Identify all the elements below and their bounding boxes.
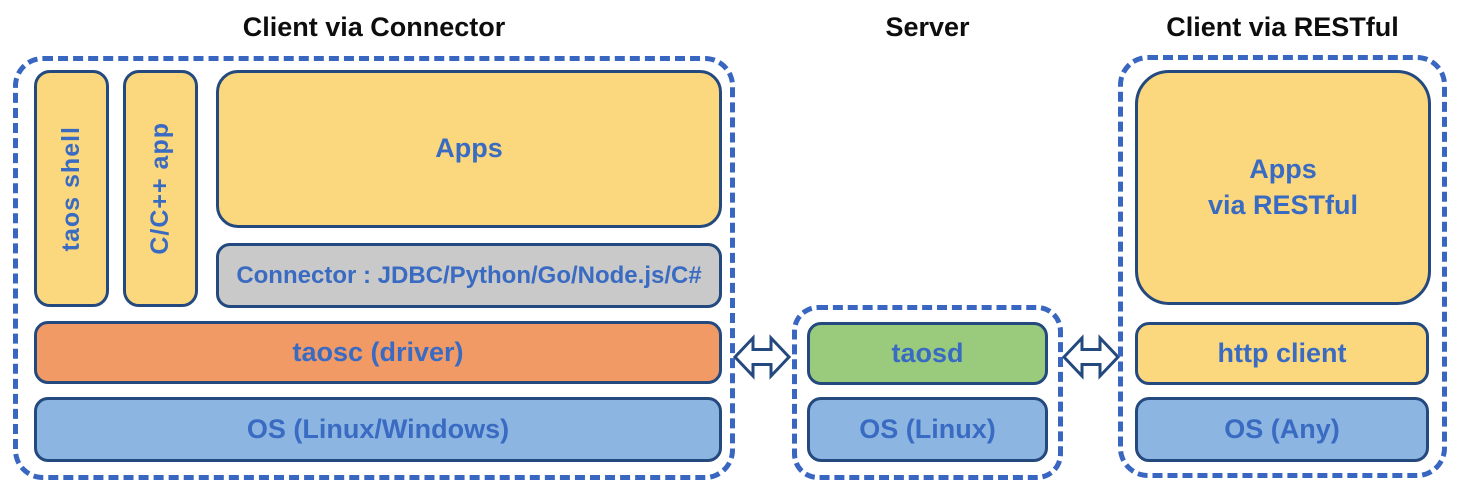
connector-label: Connector : JDBC/Python/Go/Node.js/C#: [236, 261, 702, 289]
cpp-app-label: C/C++ app: [146, 122, 175, 255]
os-linux-windows-box: OS (Linux/Windows): [34, 397, 722, 462]
bidirectional-arrow-icon-left: [733, 334, 791, 380]
taosd-label: taosd: [891, 337, 964, 368]
http-client-label: http client: [1217, 337, 1347, 368]
client-restful-title: Client via RESTful: [1166, 12, 1399, 42]
apps-via-restful-label: Apps via RESTful: [1208, 152, 1358, 222]
os-any-label: OS (Any): [1224, 413, 1340, 444]
os-linux-windows-label: OS (Linux/Windows): [246, 413, 510, 444]
client-connector-group: [13, 56, 735, 480]
os-linux-label: OS (Linux): [859, 413, 996, 444]
http-client-box: http client: [1135, 322, 1429, 385]
taos-shell-box: taos shell: [34, 70, 109, 307]
os-linux-box: OS (Linux): [807, 397, 1048, 462]
apps-label: Apps: [435, 133, 503, 164]
os-any-box: OS (Any): [1135, 397, 1429, 462]
taos-shell-label: taos shell: [57, 125, 86, 252]
apps-box: Apps: [216, 70, 722, 228]
cpp-app-box: C/C++ app: [123, 70, 198, 307]
server-group: [792, 305, 1063, 480]
client-connector-title: Client via Connector: [242, 12, 506, 42]
taosc-driver-box: taosc (driver): [34, 321, 722, 384]
server-title: Server: [885, 12, 970, 42]
apps-via-restful-box: Apps via RESTful: [1135, 70, 1431, 305]
taosc-driver-label: taosc (driver): [292, 336, 464, 367]
client-restful-group: [1118, 55, 1447, 478]
apps-via-restful-line1: Apps: [1249, 154, 1317, 185]
connector-box: Connector : JDBC/Python/Go/Node.js/C#: [216, 243, 722, 308]
bidirectional-arrow-icon-right: [1062, 334, 1120, 380]
apps-via-restful-line2: via RESTful: [1207, 189, 1359, 220]
taosd-box: taosd: [807, 322, 1048, 385]
